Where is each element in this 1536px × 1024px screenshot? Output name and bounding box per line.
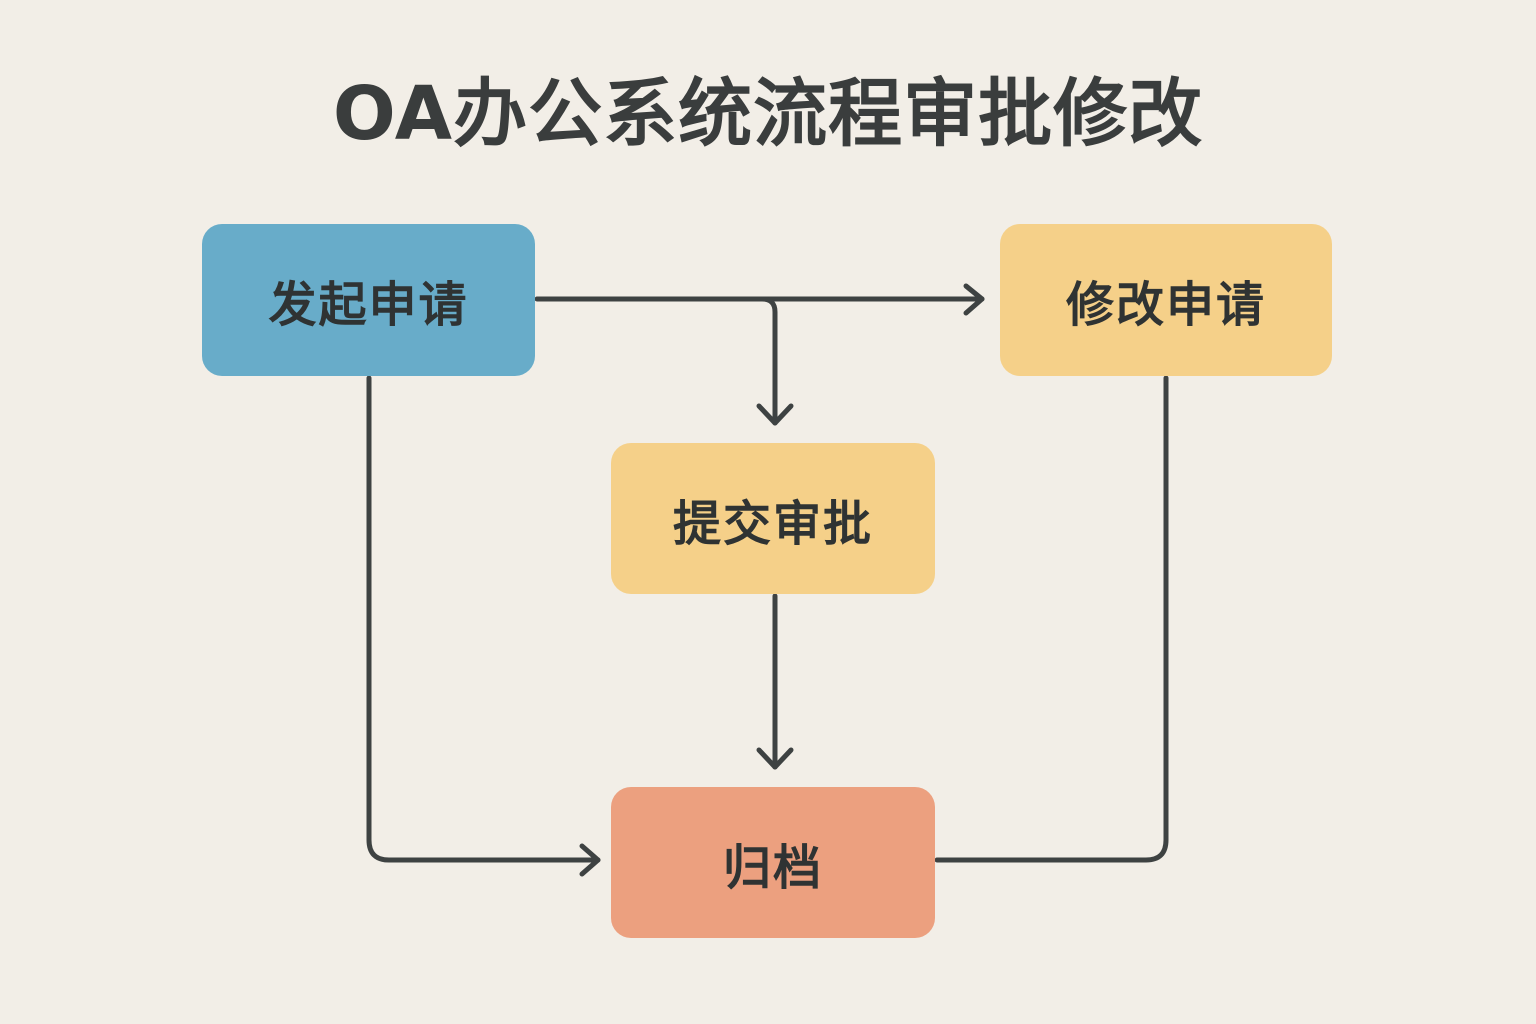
node-submit-label: 发起申请 xyxy=(268,277,469,333)
arrowhead-modify xyxy=(963,283,985,316)
page-title: OA办公系统流程审批修改 xyxy=(332,71,1204,157)
node-archive: 归档 xyxy=(611,787,935,938)
connector-junction-to-approve xyxy=(759,296,778,426)
node-modify-label: 修改申请 xyxy=(1065,277,1266,333)
arrowhead-archive-left xyxy=(579,843,601,877)
node-archive-label: 归档 xyxy=(722,839,823,896)
node-submit-application: 发起申请 xyxy=(202,224,535,376)
arrowhead-archive-top xyxy=(756,747,794,770)
connector-modify-to-archive xyxy=(934,375,1169,863)
connector-submit-to-archive xyxy=(366,375,601,863)
node-approve-label: 提交审批 xyxy=(672,495,873,552)
node-submit-approval: 提交审批 xyxy=(611,443,935,594)
arrowhead-approve xyxy=(756,403,794,426)
node-modify-application: 修改申请 xyxy=(1000,224,1332,376)
